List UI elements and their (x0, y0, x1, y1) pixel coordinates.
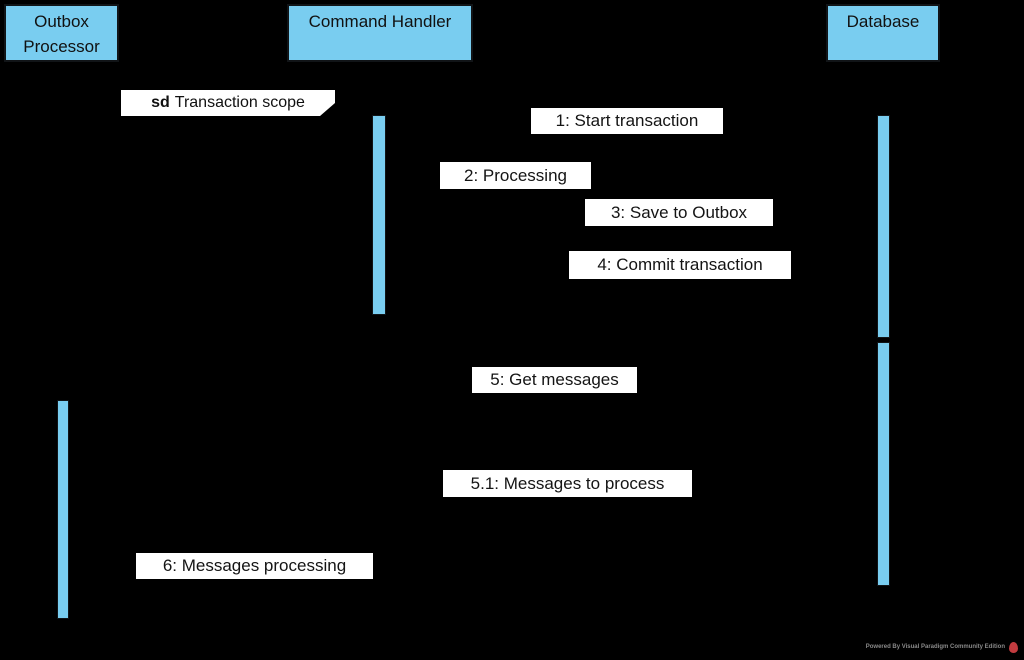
activation-bar-outbox-processor (57, 400, 69, 619)
visual-paradigm-logo-icon (1009, 641, 1018, 653)
message-label-5: 5: Get messages (472, 367, 637, 393)
lifeline-head-outbox-processor: Outbox Processor (4, 4, 119, 62)
lifeline-head-database: Database (826, 4, 940, 62)
message-label-6: 6: Messages processing (136, 553, 373, 579)
watermark: Powered By Visual Paradigm Community Edi… (866, 640, 1018, 654)
message-label-5-1: 5.1: Messages to process (443, 470, 692, 497)
watermark-text: Powered By Visual Paradigm Community Edi… (865, 644, 1005, 650)
activation-bar-database-1 (877, 115, 890, 338)
fragment-title: Transaction scope (174, 94, 305, 111)
message-label-3: 3: Save to Outbox (585, 199, 773, 226)
message-label-1: 1: Start transaction (531, 108, 723, 134)
message-label-2: 2: Processing (440, 162, 591, 189)
lifeline-head-command-handler: Command Handler (287, 4, 473, 62)
fragment-keyword: sd (151, 94, 170, 111)
activation-bar-database-2 (877, 342, 890, 586)
message-label-4: 4: Commit transaction (569, 251, 791, 279)
activation-bar-command-handler (372, 115, 386, 315)
